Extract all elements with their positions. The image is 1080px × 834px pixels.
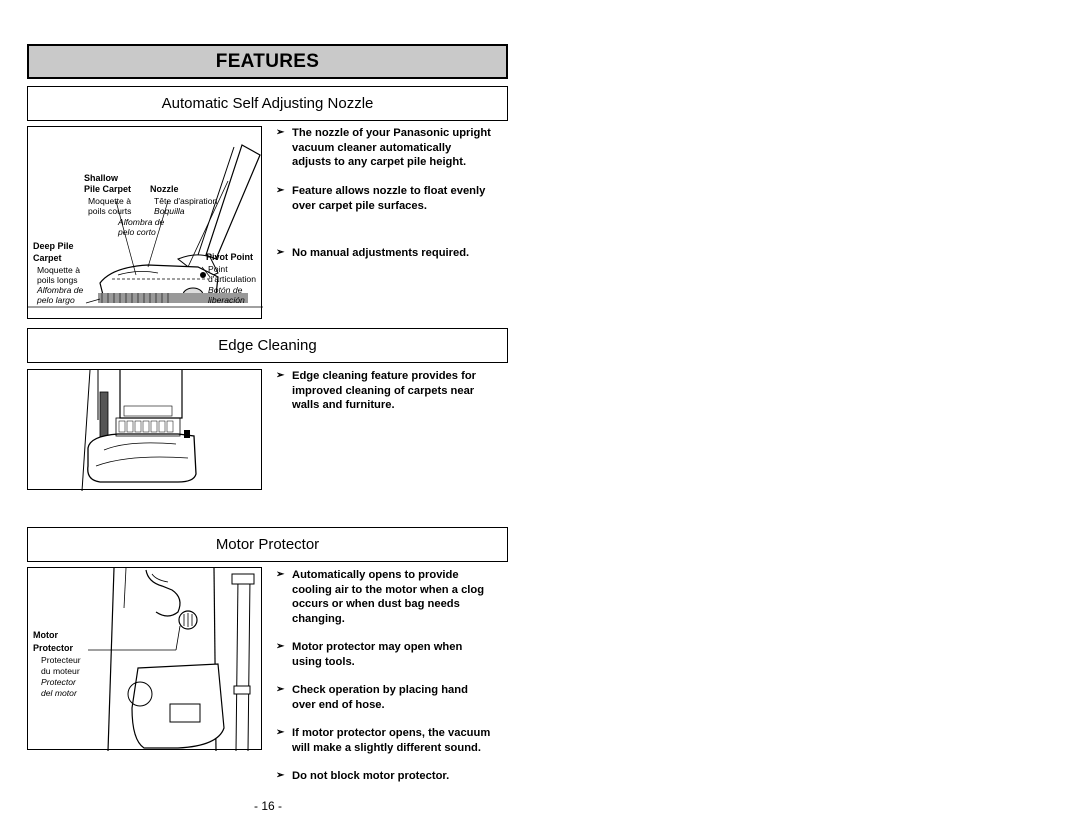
nozzle-heading: Automatic Self Adjusting Nozzle [161,95,374,112]
motor-bullet-2: ➢ Motor protector may open when using to… [276,640,508,669]
bullet-line: improved cleaning of carpets near [292,384,475,397]
bullet-arrow-icon: ➢ [276,569,285,580]
deep-label-2: Carpet [33,253,62,263]
motor-bullet-4: ➢ If motor protector opens, the vacuum w… [276,726,508,755]
pivot-label: Pivot Point [206,252,253,262]
bullet-line: vacuum cleaner automatically [292,141,452,154]
deep-fr-1: Moquette à [37,265,80,275]
bullet-line: The nozzle of your Panasonic upright [292,127,491,139]
motor-bullet-5: ➢ Do not block motor protector. [276,769,508,784]
nozzle-bullet-1: ➢ The nozzle of your Panasonic upright v… [276,126,508,170]
shallow-es-1: Alfombra de [118,217,165,227]
pivot-fr-2: d'articulation [208,274,256,284]
deep-es-2: pelo largo [37,295,75,305]
motor-bullet-3: ➢ Check operation by placing hand over e… [276,683,508,712]
bullet-line: Edge cleaning feature provides for [292,370,477,382]
shallow-label-2: Pile Carpet [84,184,132,194]
bullet-line: adjusts to any carpet pile height. [292,156,467,169]
motor-bullet-1: ➢ Automatically opens to provide cooling… [276,568,508,626]
bullet-line: will make a slightly different sound. [292,741,481,754]
features-banner: FEATURES [27,44,508,79]
deep-label-1: Deep Pile [33,241,74,251]
bullet-line: Do not block motor protector. [292,770,450,782]
bullet-arrow-icon: ➢ [276,770,285,781]
shallow-label-1: Shallow [84,173,119,183]
shallow-fr-2: poils courts [88,206,132,216]
motor-illustration: Motor Protector Protecteur du moteur Pro… [27,567,262,751]
nozzle-bullet-3: ➢ No manual adjustments required. [276,246,508,261]
bullet-line: Check operation by placing hand [292,684,468,696]
bullet-line: over carpet pile surfaces. [292,199,427,212]
nozzle-bullet-2: ➢ Feature allows nozzle to float evenly … [276,184,508,213]
bullet-arrow-icon: ➢ [276,247,285,258]
motor-es-2: del motor [41,688,77,698]
bullet-line: No manual adjustments required. [292,247,470,259]
bullet-line: walls and furniture. [292,399,395,412]
edge-heading: Edge Cleaning [218,337,317,354]
bullet-arrow-icon: ➢ [276,684,285,695]
nozzle-fr: Tête d'aspiration [154,196,218,206]
nozzle-drawing [28,144,263,308]
bullet-line: occurs or when dust bag needs [292,598,460,611]
bullet-line: cooling air to the motor when a clog [292,583,485,596]
bullet-arrow-icon: ➢ [276,127,285,138]
bullet-line: using tools. [292,655,355,668]
edge-section-header: Edge Cleaning [27,328,508,363]
pivot-es-1: Botón de [208,285,243,295]
pivot-fr-1: Point [208,264,228,274]
nozzle-section-header: Automatic Self Adjusting Nozzle [27,86,508,121]
edge-bullet-1: ➢ Edge cleaning feature provides for imp… [276,369,508,413]
motor-fr-1: Protecteur [41,655,81,665]
deep-es-1: Alfombra de [37,285,84,295]
bullet-line: Automatically opens to provide [292,569,459,581]
bullet-arrow-icon: ➢ [276,641,285,652]
pivot-es-2: liberación [208,295,245,305]
motor-label-1: Motor [33,630,58,640]
page-title: FEATURES [215,50,320,72]
shallow-fr-1: Moquette à [88,196,131,206]
motor-section-header: Motor Protector [27,527,508,562]
nozzle-illustration: Shallow Pile Carpet Moquette à poils cou… [27,126,263,319]
bullet-arrow-icon: ➢ [276,185,285,196]
motor-label-2: Protector [33,643,74,653]
motor-es-1: Protector [41,677,76,687]
bullet-line: If motor protector opens, the vacuum [292,727,491,739]
deep-fr-2: poils longs [37,275,78,285]
motor-fr-2: du moteur [41,666,80,676]
shallow-es-2: pelo corto [118,227,156,237]
bullet-line: changing. [292,612,345,625]
bullet-arrow-icon: ➢ [276,370,285,381]
nozzle-label: Nozzle [150,184,179,194]
motor-heading: Motor Protector [215,536,320,553]
page-number: - 16 - [253,799,282,813]
nozzle-es: Boquilla [154,206,185,216]
bullet-arrow-icon: ➢ [276,727,285,738]
bullet-line: Motor protector may open when [292,641,463,653]
motor-drawing [88,568,255,751]
edge-drawing [81,370,197,491]
bullet-line: Feature allows nozzle to float evenly [292,185,486,197]
edge-illustration [27,369,262,491]
bullet-line: over end of hose. [292,698,385,711]
